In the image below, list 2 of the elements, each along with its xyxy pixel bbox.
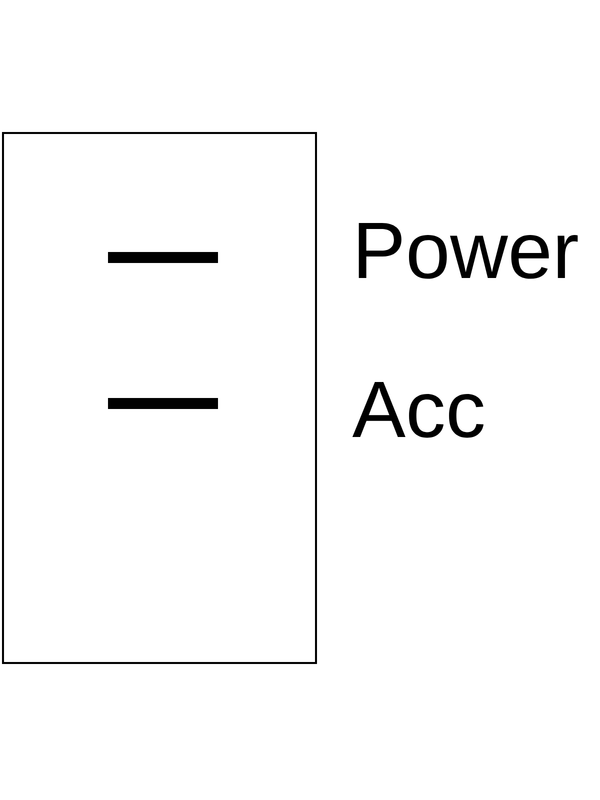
terminal-label: Acc	[352, 382, 484, 438]
terminal-label: Power	[358, 222, 578, 279]
